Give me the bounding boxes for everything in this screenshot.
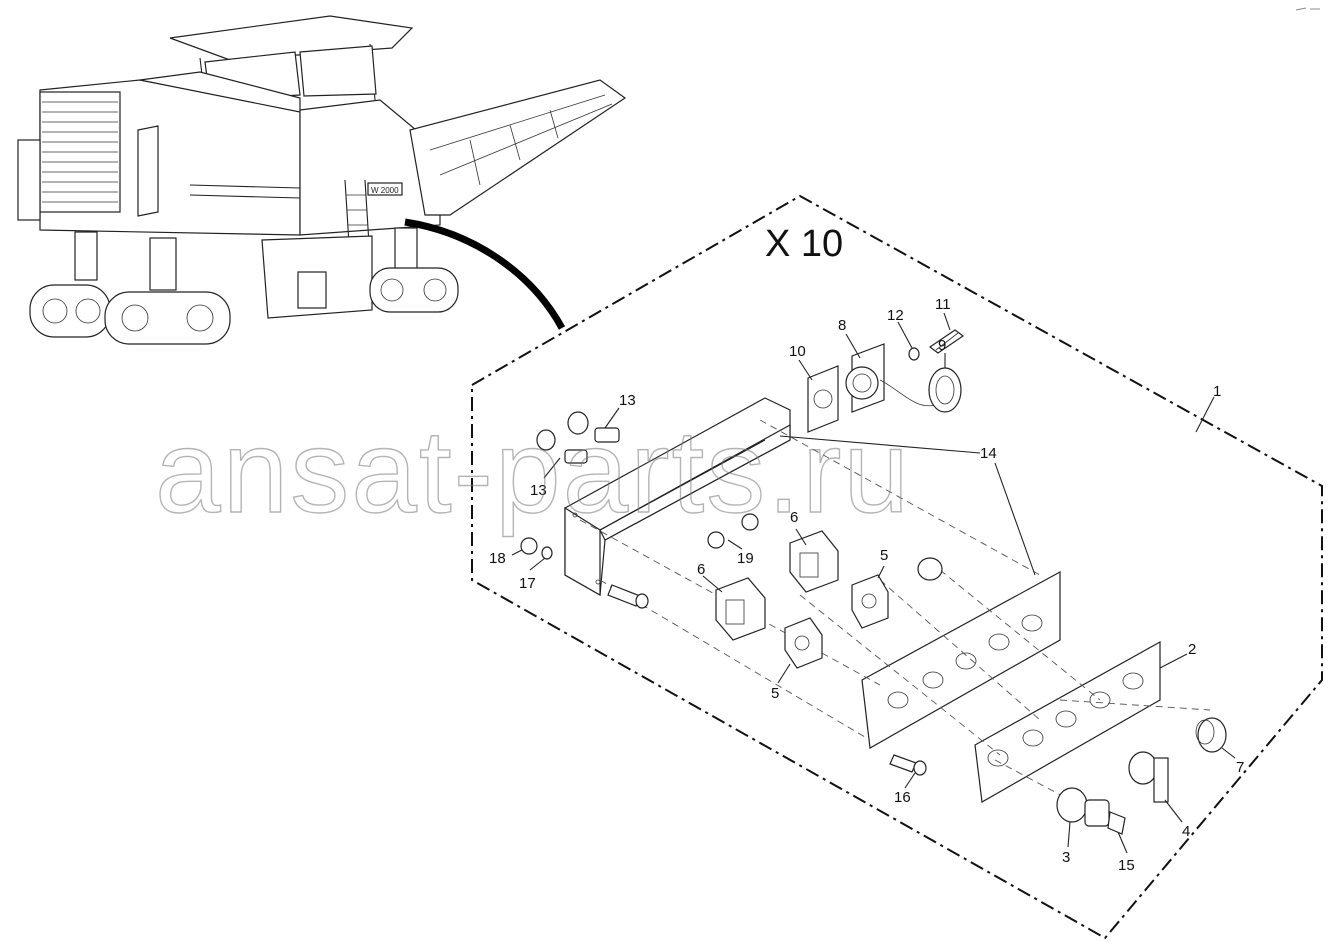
callout-1: 1 <box>1213 383 1221 400</box>
switch-body <box>851 574 889 629</box>
callout-13: 13 <box>619 392 636 409</box>
washer <box>908 347 920 361</box>
screw <box>889 754 927 776</box>
key-switch <box>1056 787 1110 827</box>
model-badge: W 2000 <box>371 186 399 195</box>
gasket <box>807 365 839 433</box>
callout-4: 4 <box>1182 823 1190 840</box>
callout-5: 5 <box>771 685 779 702</box>
selector-switch <box>1128 751 1169 803</box>
watermark: ansat-parts.ru <box>155 406 911 538</box>
callout-2: 2 <box>1188 641 1196 658</box>
callout-17: 17 <box>519 575 536 592</box>
callout-14: 14 <box>980 445 997 462</box>
bolt <box>607 584 649 609</box>
contact-block <box>715 577 766 641</box>
callout-labels: 1 2 3 4 5 5 6 6 7 8 9 10 11 12 13 13 14 … <box>489 296 1244 874</box>
hex-nut <box>741 513 759 531</box>
hex-nut <box>707 531 725 549</box>
detail-boundary <box>471 194 1323 940</box>
machine-illustration: W 2000 <box>17 15 627 345</box>
leader-lines <box>511 312 1236 854</box>
contact-block <box>789 530 839 593</box>
section-label: X 10 <box>765 223 843 265</box>
connector-socket <box>845 343 885 413</box>
screw <box>928 329 965 354</box>
enclosure-box <box>564 397 791 597</box>
callout-15: 15 <box>1118 857 1135 874</box>
callout-18: 18 <box>489 550 506 567</box>
switch-body <box>784 617 823 669</box>
callout-11: 11 <box>935 296 951 313</box>
callout-3: 3 <box>1062 849 1070 866</box>
cable-gland <box>536 411 620 464</box>
callout-7: 7 <box>1236 759 1244 776</box>
callout-5: 5 <box>880 547 888 564</box>
callout-16: 16 <box>894 789 911 806</box>
hex-nut <box>520 537 538 555</box>
callout-6: 6 <box>790 509 798 526</box>
corner-mark <box>1295 7 1320 11</box>
key <box>1107 811 1126 835</box>
mounting-nut <box>917 557 943 581</box>
detail-pointer <box>404 218 566 330</box>
callout-6: 6 <box>697 561 705 578</box>
front-panel-plate <box>974 640 1161 803</box>
mounting-plate <box>861 570 1061 749</box>
callout-13: 13 <box>530 482 547 499</box>
callout-12: 12 <box>887 307 904 324</box>
callout-8: 8 <box>838 317 846 334</box>
callout-9: 9 <box>938 337 946 354</box>
washer <box>541 546 553 560</box>
callout-10: 10 <box>789 343 806 360</box>
blanking-plug <box>1195 717 1227 753</box>
callout-19: 19 <box>737 550 754 567</box>
